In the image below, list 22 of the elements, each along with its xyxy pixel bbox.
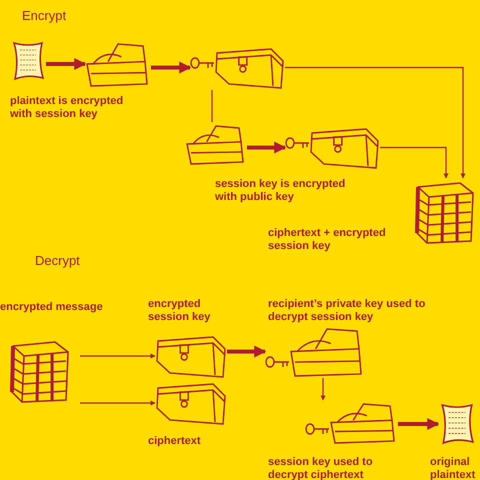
arrow: [80, 354, 156, 358]
arrow: [398, 418, 440, 430]
step-caption: original plaintext: [430, 456, 476, 480]
section-heading: Decrypt: [35, 253, 80, 268]
document-drawing: [10, 40, 46, 82]
step-caption: ciphertext: [148, 435, 202, 448]
step-caption: recipient’s private key used to decrypt session key: [268, 298, 426, 324]
step-caption: plaintext is encrypted with session key: [10, 95, 124, 121]
arrow: [46, 58, 86, 70]
step-caption: ciphertext + encrypted session key: [268, 227, 387, 253]
arrow: [247, 142, 286, 154]
arrow: [285, 66, 466, 178]
step-caption: encrypted session key: [148, 298, 212, 324]
arrow: [380, 146, 448, 178]
step-caption: encrypted message: [0, 301, 104, 314]
arrow: [80, 400, 156, 406]
step-caption: session key used to decrypt ciphertext: [268, 456, 374, 480]
step-caption: session key is encrypted with public key: [215, 178, 346, 204]
arrow: [227, 346, 266, 358]
section-heading: Encrypt: [22, 8, 66, 23]
arrow: [151, 62, 192, 74]
arrow: [320, 378, 326, 400]
